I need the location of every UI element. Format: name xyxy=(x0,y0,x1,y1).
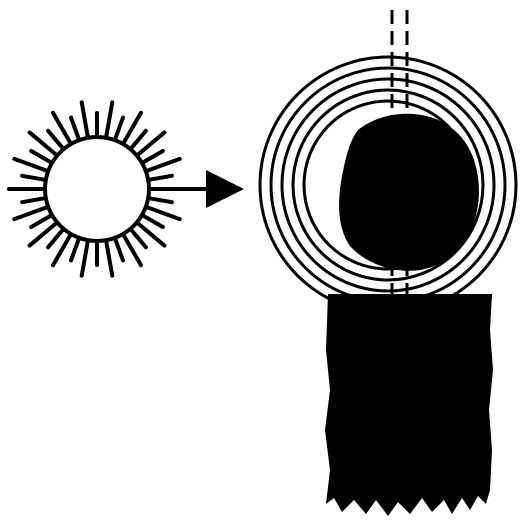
column-body xyxy=(325,294,493,516)
sun-ray xyxy=(82,238,89,275)
dark-disc-icon xyxy=(339,114,479,271)
sun-ray xyxy=(106,102,113,139)
dark-column-icon xyxy=(325,294,493,516)
disc-body xyxy=(339,114,479,271)
sun-ray xyxy=(106,238,113,275)
sun-disc xyxy=(45,137,149,241)
arrow-head xyxy=(206,170,244,208)
sun-ray xyxy=(82,102,89,139)
